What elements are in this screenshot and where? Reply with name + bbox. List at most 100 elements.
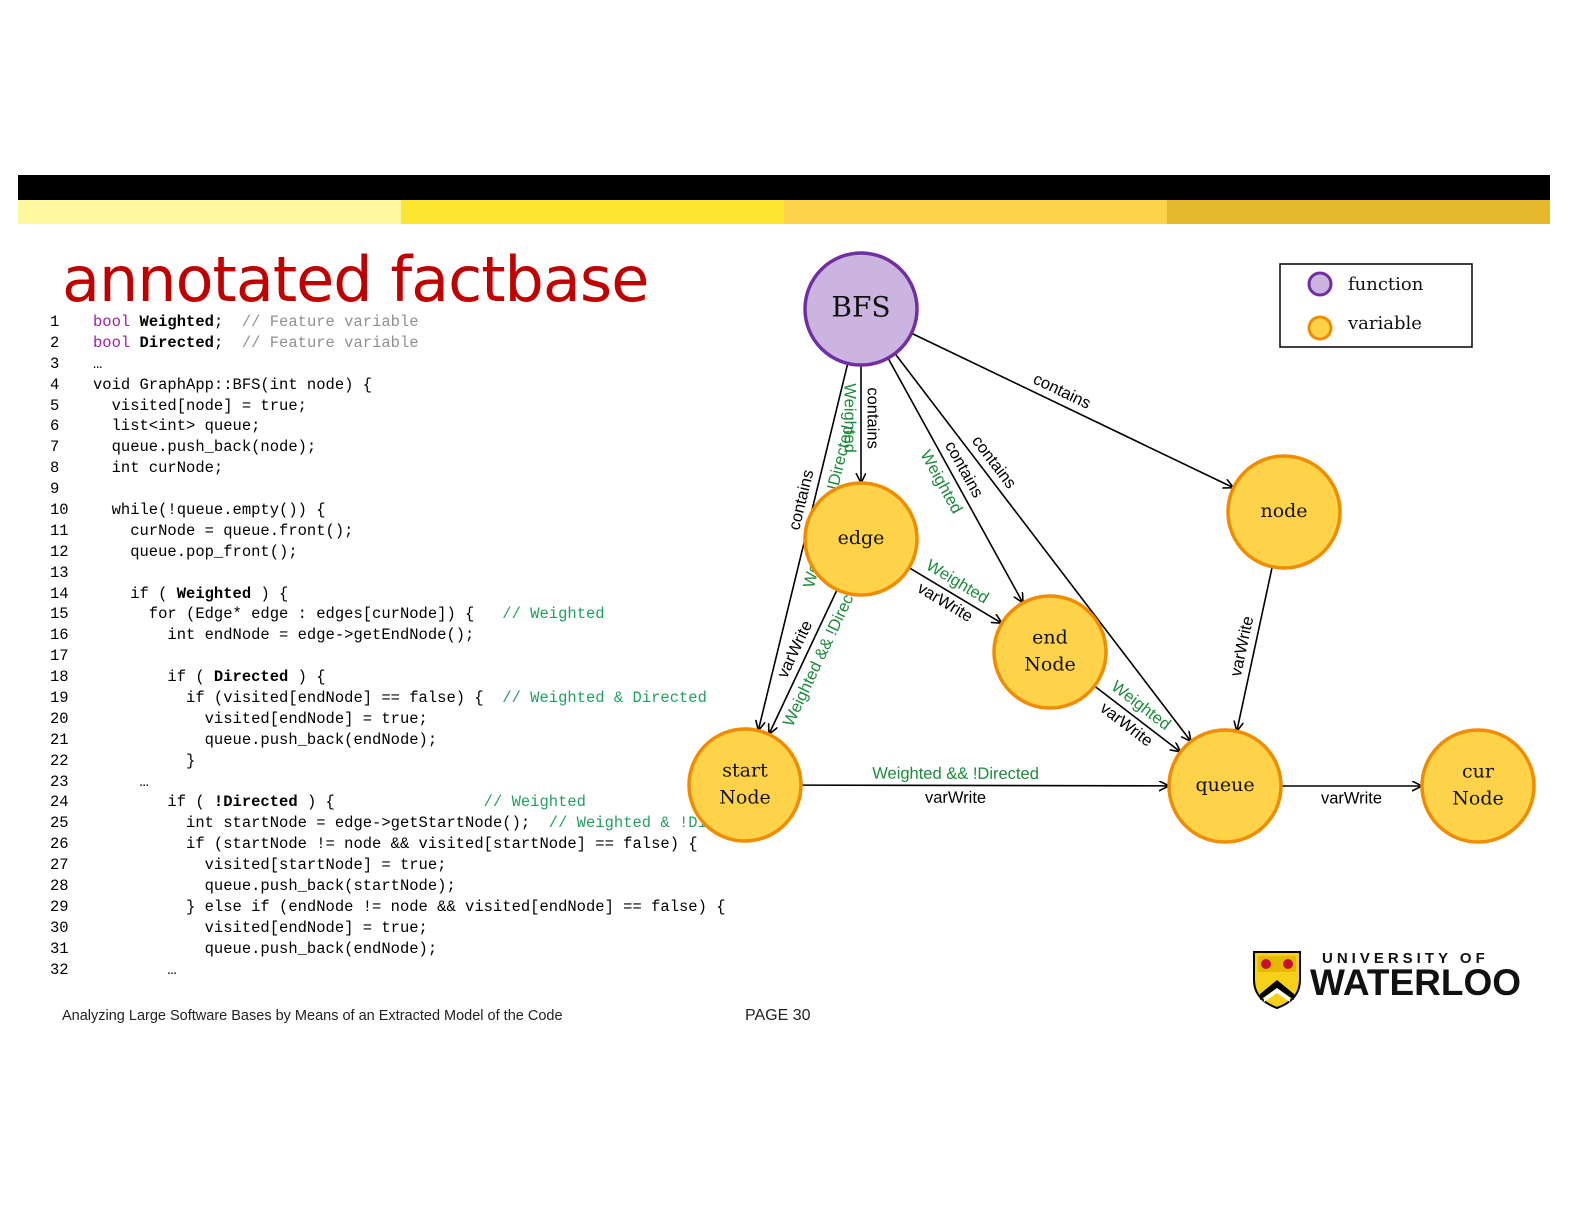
node-label: end: [1032, 627, 1068, 649]
node-label: queue: [1195, 774, 1254, 796]
code-token: visited[endNode] = true;: [93, 918, 428, 937]
line-number: 29: [50, 897, 69, 916]
code-token: ) {: [288, 668, 326, 687]
line-number: 21: [50, 730, 69, 749]
line-number: 26: [50, 835, 69, 854]
code-token: if (: [93, 668, 214, 687]
node-circle: [687, 727, 803, 843]
code-token: int endNode = edge->getEndNode();: [93, 626, 475, 645]
code-token: …: [93, 354, 103, 373]
code-token: bool: [93, 313, 140, 331]
code-token: …: [93, 772, 149, 791]
edge-label: varWrite: [1227, 615, 1257, 679]
code-line: 26 if (startNode != node && visited[star…: [50, 834, 763, 855]
code-line: 3…: [50, 354, 763, 375]
legend-variable-label: variable: [1347, 313, 1422, 334]
code-line: 16 int endNode = edge->getEndNode();: [50, 625, 763, 646]
edge-label: contains: [1030, 370, 1093, 413]
line-number: 24: [50, 793, 69, 812]
legend-function-swatch: [1307, 271, 1333, 297]
code-token: queue.push_back(startNode);: [93, 877, 456, 896]
edge-BFS-node: [911, 332, 1233, 488]
edge-condition-label: Weighted && !Directed: [872, 765, 1039, 783]
code-comment: // Weighted: [502, 605, 605, 624]
line-number: 17: [50, 647, 69, 666]
code-token: void GraphApp::BFS(int node) {: [93, 375, 373, 394]
code-token: ;: [213, 333, 242, 352]
edge-condition-label: Weighted: [841, 383, 859, 452]
footer-text: Analyzing Large Software Bases by Means …: [62, 1008, 563, 1024]
edge-edge-endNode: [908, 567, 1002, 624]
code-line: 28 queue.push_back(startNode);: [50, 876, 763, 897]
code-line: 8 int curNode;: [50, 458, 763, 479]
node-queue: queue: [1167, 728, 1283, 844]
node-edge: edge: [803, 481, 919, 597]
code-token: }: [93, 751, 196, 770]
code-token: ) {: [297, 793, 484, 812]
code-token: list<int> queue;: [93, 417, 261, 436]
code-token: int startNode = edge->getStartNode();: [93, 814, 549, 833]
node-label: Node: [1452, 788, 1503, 810]
stripe-4: [1167, 200, 1550, 224]
node-endNode: endNode: [992, 594, 1108, 710]
code-line: 7 queue.push_back(node);: [50, 437, 763, 458]
header-bar: [18, 175, 1550, 200]
code-token: queue.pop_front();: [93, 542, 298, 561]
code-token: ) {: [251, 584, 289, 603]
line-number: 30: [50, 918, 69, 937]
color-stripes: [18, 200, 1550, 224]
node-node: node: [1226, 454, 1342, 570]
node-startNode: startNode: [687, 727, 803, 843]
edge-node-queue: [1237, 566, 1273, 732]
code-line: 5 visited[node] = true;: [50, 396, 763, 417]
node-label: BFS: [831, 291, 890, 324]
edge-label: varWrite: [1321, 789, 1382, 807]
code-line: 6 list<int> queue;: [50, 416, 763, 437]
code-line: 20 visited[endNode] = true;: [50, 709, 763, 730]
edge-label: varWrite: [925, 789, 986, 807]
edge-endNode-queue: [1093, 685, 1180, 752]
line-number: 7: [50, 438, 60, 457]
code-line: 32 …: [50, 960, 763, 981]
code-line: 29 } else if (endNode != node && visited…: [50, 897, 763, 918]
line-number: 2: [50, 333, 60, 352]
line-number: 22: [50, 751, 69, 770]
node-circle: [803, 481, 919, 597]
code-line: 15 for (Edge* edge : edges[curNode]) { /…: [50, 604, 763, 625]
code-token: ;: [213, 313, 242, 331]
page-number: PAGE 30: [745, 1007, 811, 1024]
line-number: 9: [50, 480, 60, 499]
legend-function-label: function: [1348, 274, 1424, 295]
line-number: 8: [50, 459, 60, 478]
code-token: queue.push_back(endNode);: [93, 730, 438, 749]
legend-variable-swatch: [1307, 315, 1333, 341]
code-line: 25 int startNode = edge->getStartNode();…: [50, 813, 763, 834]
line-number: 15: [50, 605, 69, 624]
code-token: !Directed: [213, 793, 298, 812]
code-token: if (startNode != node && visited[startNo…: [93, 835, 698, 854]
line-number: 11: [50, 521, 69, 540]
code-token: while(!queue.empty()) {: [93, 501, 326, 520]
code-comment: // Weighted: [483, 793, 586, 812]
line-number: 18: [50, 668, 69, 687]
logo-line-2: WATERLOO: [1310, 962, 1522, 1003]
stripe-2: [401, 200, 784, 224]
code-line: 21 queue.push_back(endNode);: [50, 730, 763, 751]
code-line: 13: [50, 563, 763, 584]
line-number: 20: [50, 709, 69, 728]
line-number: 5: [50, 396, 60, 415]
line-number: 14: [50, 584, 69, 603]
code-line: 22 }: [50, 751, 763, 772]
edge-edge-startNode: [769, 589, 838, 735]
code-token: curNode = queue.front();: [93, 521, 354, 540]
node-label: start: [722, 760, 768, 782]
shield-icon: [1253, 951, 1301, 1010]
code-line: 19 if (visited[endNode] == false) { // W…: [50, 688, 763, 709]
line-number: 23: [50, 772, 69, 791]
code-comment: // Feature variable: [241, 313, 419, 331]
edge-BFS-endNode: [887, 357, 1023, 603]
code-token: bool: [93, 333, 140, 352]
edge-BFS-queue: [894, 353, 1191, 742]
